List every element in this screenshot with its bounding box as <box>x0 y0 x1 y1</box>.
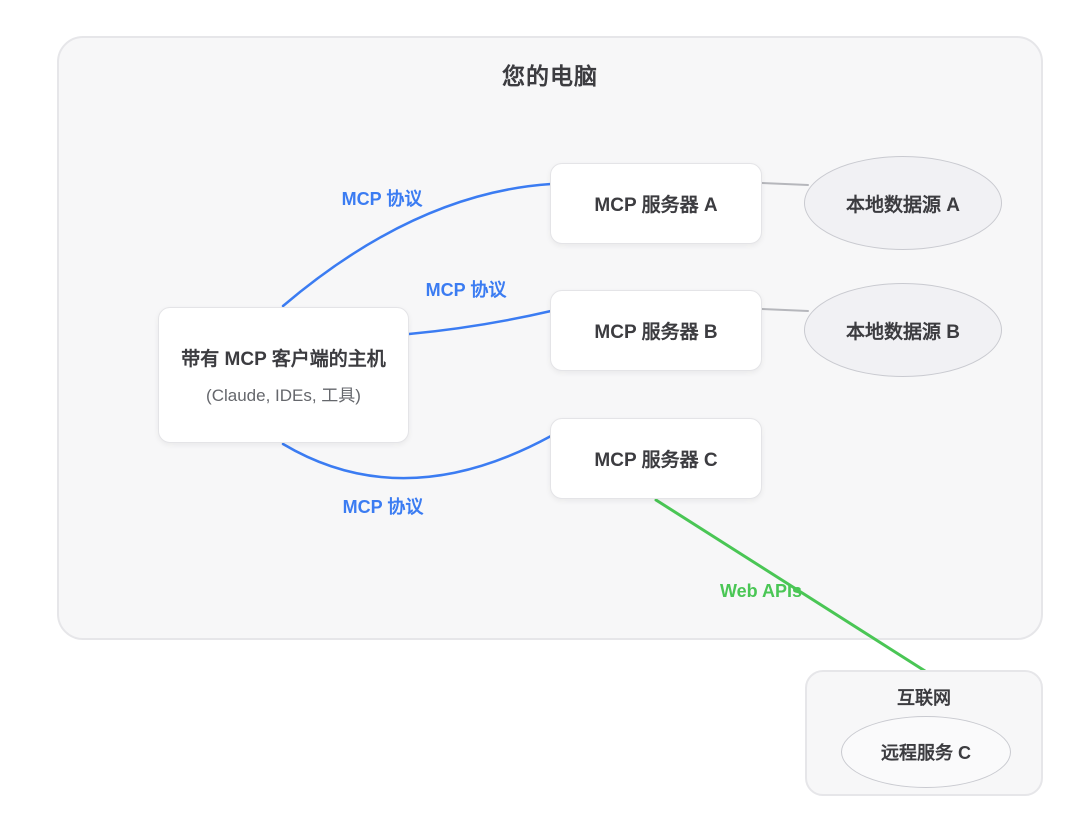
host-node: 带有 MCP 客户端的主机 (Claude, IDEs, 工具) <box>158 307 409 443</box>
server-node-a: MCP 服务器 A <box>550 163 762 244</box>
host-subtitle: (Claude, IDEs, 工具) <box>206 386 361 405</box>
server-node-c: MCP 服务器 C <box>550 418 762 499</box>
datasource-ellipse-a: 本地数据源 A <box>804 156 1002 250</box>
edge-label-web-apis: Web APIs <box>719 581 803 601</box>
computer-title: 您的电脑 <box>502 63 598 89</box>
server-c-label: MCP 服务器 C <box>594 450 718 471</box>
internet-container: 互联网 远程服务 C <box>805 670 1043 796</box>
remote-service-ellipse: 远程服务 C <box>841 716 1011 788</box>
edge-label-mcp-protocol-b: MCP 协议 <box>425 280 507 300</box>
internet-title: 互联网 <box>897 688 951 708</box>
edge-label-mcp-protocol-c: MCP 协议 <box>342 497 424 517</box>
host-title: 带有 MCP 客户端的主机 <box>181 349 386 370</box>
server-a-label: MCP 服务器 A <box>594 195 718 216</box>
datasource-ellipse-b: 本地数据源 B <box>804 283 1002 377</box>
edge-label-mcp-protocol-a: MCP 协议 <box>341 189 423 209</box>
server-b-label: MCP 服务器 B <box>594 322 718 343</box>
server-node-b: MCP 服务器 B <box>550 290 762 371</box>
